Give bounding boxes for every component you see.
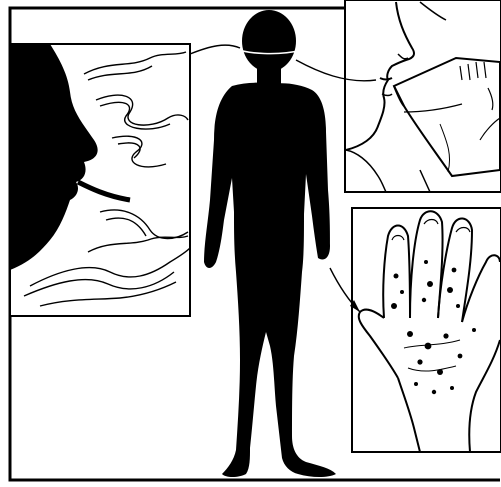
panel-skin [352, 208, 501, 452]
panel-ingestion [345, 0, 501, 192]
human-silhouette [204, 10, 336, 477]
arrow-inhalation [190, 45, 240, 54]
panel-smell [10, 44, 190, 316]
